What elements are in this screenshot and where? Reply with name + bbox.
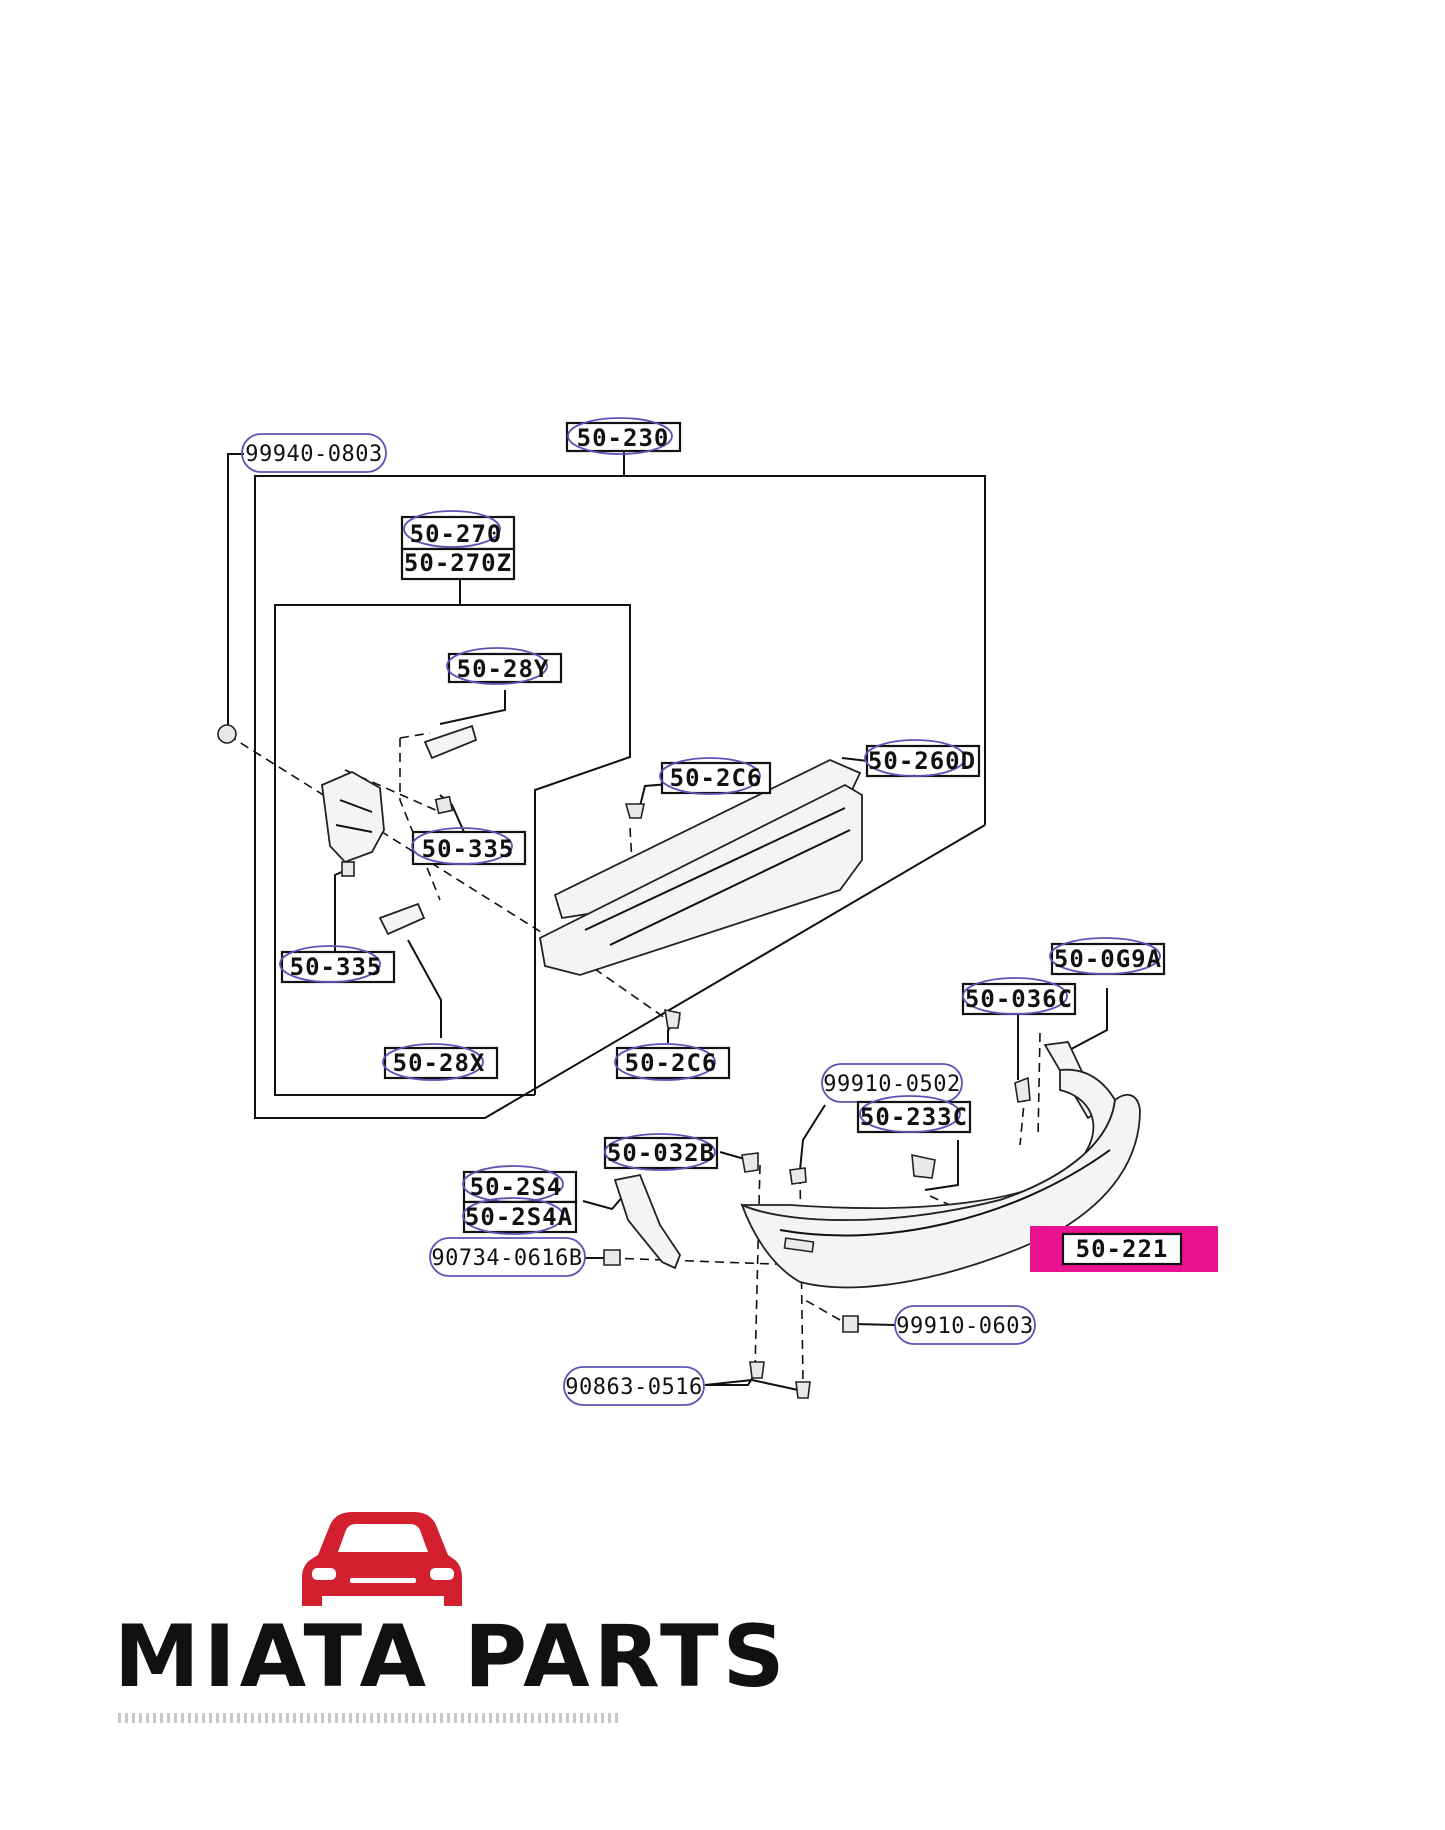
callout-label: 50-270 [410, 520, 503, 548]
retainer-50-032b [741, 1152, 759, 1173]
screw-90863-0516-left [749, 1361, 765, 1379]
callout-label: 50-335 [422, 835, 515, 863]
callout-label: 50-2C6 [670, 764, 763, 792]
absorber-50-260d [538, 783, 863, 976]
brand-name: MIATA PARTS [114, 1607, 789, 1707]
callout-50-036c[interactable]: 50-036C [961, 977, 1077, 1016]
callout-99910-0603[interactable]: 99910-0603 [894, 1305, 1036, 1345]
nut-50-335-lower [341, 861, 355, 877]
brand-logo: MIATA PARTS [114, 1512, 789, 1723]
callout-50-335-left[interactable]: 50-335 [279, 945, 396, 984]
bolt-50-2c6-upper [624, 803, 645, 819]
callout-50-230[interactable]: 50-230 [565, 417, 682, 455]
callout-label: 50-28X [393, 1049, 486, 1077]
callout-label: 50-036C [965, 985, 1073, 1013]
callout-50-032b[interactable]: 50-032B [603, 1133, 719, 1171]
callout-label: 50-233C [860, 1103, 968, 1131]
callout-label: 50-2C6 [625, 1049, 718, 1077]
clip-50-233c [911, 1153, 936, 1179]
nut-99940-0803 [217, 724, 237, 744]
bracket-50-270 [321, 770, 385, 864]
bolt-90734-0616b [603, 1249, 621, 1266]
callout-label: 50-335 [290, 953, 383, 981]
nut-99910-0502 [789, 1167, 807, 1185]
callout-50-221[interactable]: 50-221 [1061, 1232, 1183, 1266]
callout-50-28x[interactable]: 50-28X [382, 1043, 499, 1081]
callout-label: 50-221 [1076, 1235, 1169, 1263]
callout-label: 99910-0603 [896, 1314, 1033, 1339]
callout-50-270z[interactable]: 50-270Z [400, 547, 516, 581]
callout-50-28y[interactable]: 50-28Y [446, 647, 563, 685]
callout-label: 50-0G9A [1054, 945, 1162, 973]
callout-50-2c6-bottom[interactable]: 50-2C6 [614, 1043, 731, 1081]
callout-50-270[interactable]: 50-270 [400, 510, 516, 551]
callout-90734-0616b[interactable]: 90734-0616B [429, 1237, 586, 1277]
callout-50-2s4[interactable]: 50-2S4 [462, 1165, 578, 1204]
callout-50-335-top[interactable]: 50-335 [411, 827, 527, 866]
callout-50-260d[interactable]: 50-260D [864, 739, 981, 778]
clip-50-28y [423, 724, 478, 760]
screw-90863-0516-right [795, 1381, 811, 1399]
screw-99910-0603 [842, 1315, 859, 1333]
callout-99910-0502[interactable]: 99910-0502 [821, 1063, 963, 1103]
callout-label: 50-230 [577, 424, 670, 452]
clip-50-036c [1014, 1076, 1031, 1103]
callout-label: 99910-0502 [823, 1072, 960, 1097]
callout-50-233c[interactable]: 50-233C [856, 1095, 972, 1134]
callouts: 99940-0803 99910-0502 90734-0616B 99910-… [241, 417, 1183, 1406]
callout-99940-0803[interactable]: 99940-0803 [241, 433, 387, 473]
callout-50-0g9a[interactable]: 50-0G9A [1049, 937, 1166, 976]
clip-50-28x [378, 902, 426, 936]
nut-50-335-upper [434, 795, 454, 815]
callout-label: 50-260D [868, 747, 976, 775]
callout-label: 50-270Z [404, 549, 512, 577]
bracket-50-2s4 [613, 1173, 682, 1270]
callout-label: 50-2S4 [470, 1173, 563, 1201]
bolt-50-2c6-lower [664, 1008, 681, 1029]
car-front-icon [302, 1512, 462, 1606]
callout-label: 50-2S4A [465, 1203, 573, 1231]
callout-90863-0516[interactable]: 90863-0516 [563, 1366, 705, 1406]
callout-label: 99940-0803 [245, 442, 382, 467]
callout-label: 90863-0516 [565, 1375, 702, 1400]
callout-50-2c6-top[interactable]: 50-2C6 [659, 757, 772, 795]
callout-50-2s4a[interactable]: 50-2S4A [462, 1197, 578, 1235]
callout-label: 90734-0616B [431, 1246, 582, 1271]
callout-label: 50-032B [607, 1139, 715, 1167]
callout-label: 50-28Y [457, 655, 550, 683]
